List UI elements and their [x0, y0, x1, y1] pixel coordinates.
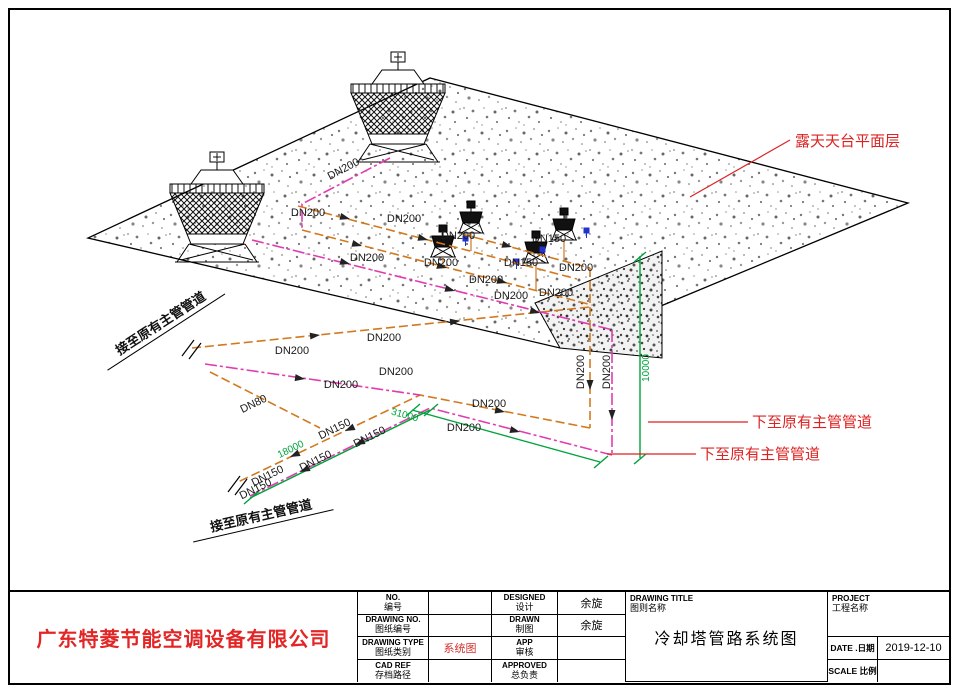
field-drawing-no-value	[429, 614, 492, 637]
field-approved: APPROVED 总负责	[492, 659, 558, 682]
pipe-size-label: DN200	[379, 366, 413, 378]
field-drawn-en: DRAWN	[509, 615, 540, 625]
field-drawn-value: 余旋	[558, 614, 626, 637]
pipe-size-label: DN200	[350, 252, 384, 264]
title-block: 广东特菱节能空调设备有限公司 NO. 编号 DESIGNED 设计 余旋 DRA…	[10, 590, 949, 682]
field-cad-ref: CAD REF 存档路径	[358, 659, 429, 682]
drawing-title-cn: 图则名称	[630, 603, 667, 614]
field-cad-ref-cn: 存档路径	[374, 669, 411, 680]
field-drawing-no: DRAWING NO. 图纸编号	[358, 614, 429, 637]
pipe-size-label: DN200	[387, 213, 421, 225]
pipe-size-label: DN200	[559, 262, 593, 274]
pipe-size-label: DN150	[504, 257, 538, 269]
pipe-size-label: DN200	[424, 257, 458, 269]
field-date-label: DATE .日期	[828, 637, 878, 660]
red-leaders	[607, 139, 791, 455]
parapet-wall	[534, 250, 663, 359]
field-no-value	[429, 592, 492, 615]
field-scale-label: SCALE 比例	[828, 659, 878, 682]
pipe-size-label: DN200	[324, 379, 358, 391]
field-designed-value: 余旋	[558, 592, 626, 615]
project-cell: PROJECT 工程名称	[828, 592, 949, 637]
company-name: 广东特菱节能空调设备有限公司	[10, 592, 358, 682]
pipes-magenta	[204, 157, 614, 497]
connect-bottom-text: 接至原有主管管道	[209, 497, 314, 535]
pipe-size-label: DN150	[298, 448, 334, 474]
field-drawing-no-en: DRAWING NO.	[365, 615, 421, 625]
pipe-size-label: DN200	[539, 287, 573, 299]
down-to-main-annotation-1: 下至原有主管管道	[752, 414, 872, 431]
field-cad-ref-value	[429, 659, 492, 682]
field-drawn-cn: 制图	[515, 624, 534, 635]
pipe-size-label: DN200	[472, 398, 506, 410]
project-cn: 工程名称	[832, 603, 869, 614]
drawing-title-en: DRAWING TITLE	[630, 594, 694, 603]
field-app: APP 审核	[492, 637, 558, 660]
drawing-sheet: DN200 DN200 DN200 DN200 DN150 DN150 DN20…	[8, 8, 951, 685]
dimension-label: 10000	[641, 354, 652, 382]
field-no-cn: 编号	[383, 601, 402, 612]
dimension-lines	[243, 251, 647, 505]
pipe-size-label: DN200	[601, 355, 613, 389]
connect-bottom-annotation: 接至原有主管管道	[193, 497, 334, 543]
pipe-break-symbols	[181, 339, 248, 496]
piping-diagram: DN200 DN200 DN200 DN200 DN150 DN150 DN20…	[86, 51, 911, 543]
field-app-en: APP	[516, 637, 533, 647]
project-en: PROJECT	[832, 594, 870, 603]
pipe-size-label: DN200	[447, 422, 481, 434]
connect-left-annotation: 接至原有主管管道	[107, 289, 226, 371]
field-app-value	[558, 637, 626, 660]
field-no: NO. 编号	[358, 592, 429, 615]
pipe-size-label: DN200	[469, 274, 503, 286]
field-date-value: 2019-12-10	[878, 637, 949, 660]
field-drawing-no-cn: 图纸编号	[374, 624, 411, 635]
field-cad-ref-en: CAD REF	[375, 660, 411, 670]
field-drawing-type: DRAWING TYPE 图纸类别	[358, 637, 429, 660]
dimension-labels: 10000 31000 18000	[276, 354, 652, 461]
field-drawn: DRAWN 制图	[492, 614, 558, 637]
drawing-title-cell: DRAWING TITLE 图则名称 冷却塔管路系统图	[626, 592, 828, 682]
down-to-main-annotation-2: 下至原有主管管道	[700, 446, 820, 463]
field-designed-cn: 设计	[515, 601, 534, 612]
field-app-cn: 审核	[515, 646, 534, 657]
pipe-size-label: DN80	[238, 393, 269, 416]
drawing-title-head: DRAWING TITLE 图则名称	[630, 594, 693, 614]
field-approved-value	[558, 659, 626, 682]
field-drawing-type-cn: 图纸类别	[374, 646, 411, 657]
field-drawing-type-value: 系统图	[429, 637, 492, 660]
field-drawing-type-en: DRAWING TYPE	[362, 637, 424, 647]
field-approved-en: APPROVED	[502, 660, 547, 670]
terrace-annotation: 露天天台平面层	[795, 133, 900, 150]
pipe-size-label: DN150	[532, 233, 566, 245]
field-designed-en: DESIGNED	[503, 592, 546, 602]
field-scale-value	[878, 660, 949, 683]
pipe-size-label: DN200	[291, 207, 325, 219]
pipe-size-label: DN200	[275, 345, 309, 357]
pipe-size-label: DN150	[317, 416, 353, 442]
pipe-size-label: DN200	[441, 230, 475, 242]
pipe-size-label: DN200	[575, 355, 587, 389]
field-no-en: NO.	[385, 592, 401, 602]
pipe-size-label: DN150	[352, 424, 388, 450]
pipe-size-label: DN200	[494, 290, 528, 302]
field-designed: DESIGNED 设计	[492, 592, 558, 615]
drawing-title-value: 冷却塔管路系统图	[654, 630, 799, 648]
field-approved-cn: 总负责	[510, 669, 538, 680]
pipe-size-label: DN200	[367, 332, 401, 344]
